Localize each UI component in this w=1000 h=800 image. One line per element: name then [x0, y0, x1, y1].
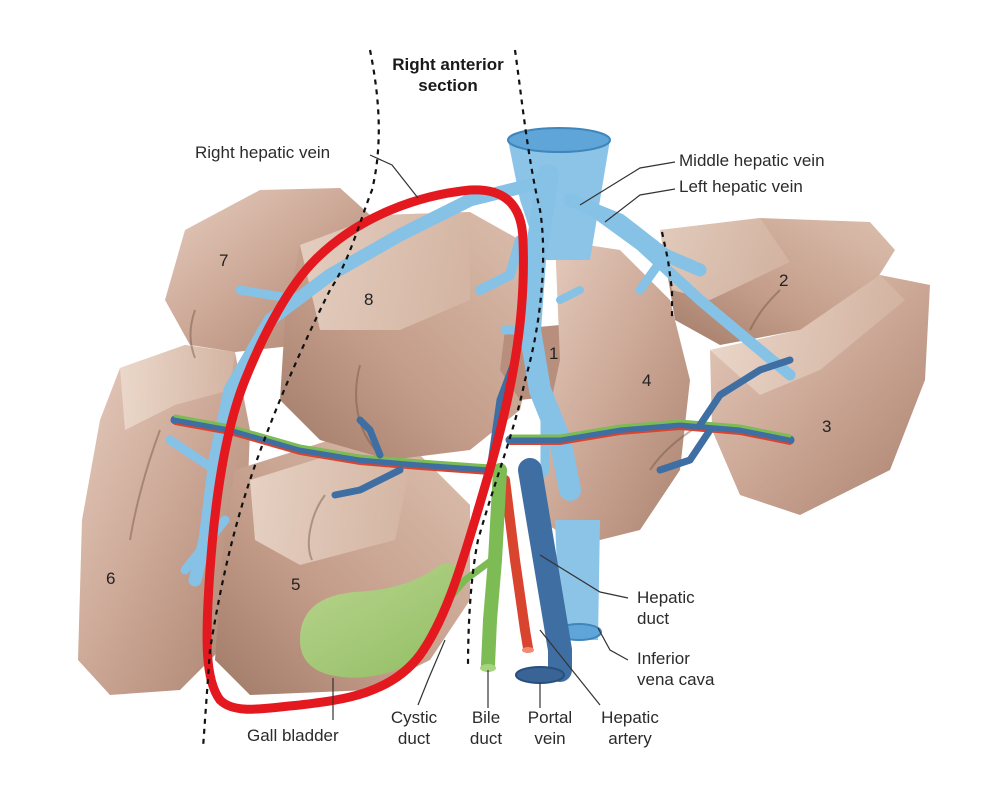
section-title-line1: Right anterior [392, 55, 504, 74]
label-hepatic-duct-1: Hepatic [637, 588, 695, 607]
portal-vein-opening [515, 666, 565, 684]
label-hepatic-artery-1: Hepatic [601, 708, 659, 727]
label-cystic-duct-1: Cystic [391, 708, 438, 727]
label-gall-bladder: Gall bladder [247, 726, 339, 745]
segment-1-label: 1 [549, 344, 558, 363]
segment-3-face [710, 275, 905, 395]
bile-duct-opening [480, 664, 496, 672]
segment-2-face [660, 218, 790, 300]
hepatic-veins [165, 164, 796, 587]
leader-lines [332, 154, 676, 720]
segment-6-face [120, 345, 235, 430]
section-boundary-left [201, 49, 380, 749]
gall-bladder-shape [300, 563, 458, 678]
label-portal-vein-1: Portal [528, 708, 572, 727]
label-bile-duct-2: duct [470, 729, 502, 748]
portal-vein-trunk [518, 458, 572, 682]
bile-duct-trunk [481, 463, 507, 672]
segment-3-label: 3 [822, 417, 831, 436]
label-ivc-1: Inferior [637, 649, 690, 668]
section-title-line2: section [418, 76, 478, 95]
segment-7-label: 7 [219, 251, 228, 270]
portal-triad-branches [170, 356, 795, 499]
crease-lines [129, 289, 781, 561]
segment-6-label: 6 [106, 569, 115, 588]
label-hepatic-duct-2: duct [637, 609, 669, 628]
highlight-outline [202, 185, 528, 714]
segment-3-block [710, 275, 930, 515]
hepatic-artery-opening [522, 647, 534, 653]
label-ivc-2: vena cava [637, 670, 715, 689]
hepatic-artery-trunk [500, 475, 533, 653]
ivc-top-opening [507, 127, 611, 153]
label-hepatic-artery-2: artery [608, 729, 652, 748]
segment-8-label: 8 [364, 290, 373, 309]
label-right-hepatic-vein: Right hepatic vein [195, 143, 330, 162]
label-bile-duct-1: Bile [472, 708, 500, 727]
label-portal-vein-2: vein [534, 729, 565, 748]
segment-5-label: 5 [291, 575, 300, 594]
label-left-hepatic-vein: Left hepatic vein [679, 177, 803, 196]
label-middle-hepatic-vein: Middle hepatic vein [679, 151, 825, 170]
section-boundary-left-lobe [660, 231, 674, 318]
section-boundary-right [466, 49, 545, 669]
segment-4-block [540, 240, 690, 545]
ivc-lower [555, 520, 600, 640]
segment-4-label: 4 [642, 371, 651, 390]
label-cystic-duct-2: duct [398, 729, 430, 748]
segment-2-label: 2 [779, 271, 788, 290]
